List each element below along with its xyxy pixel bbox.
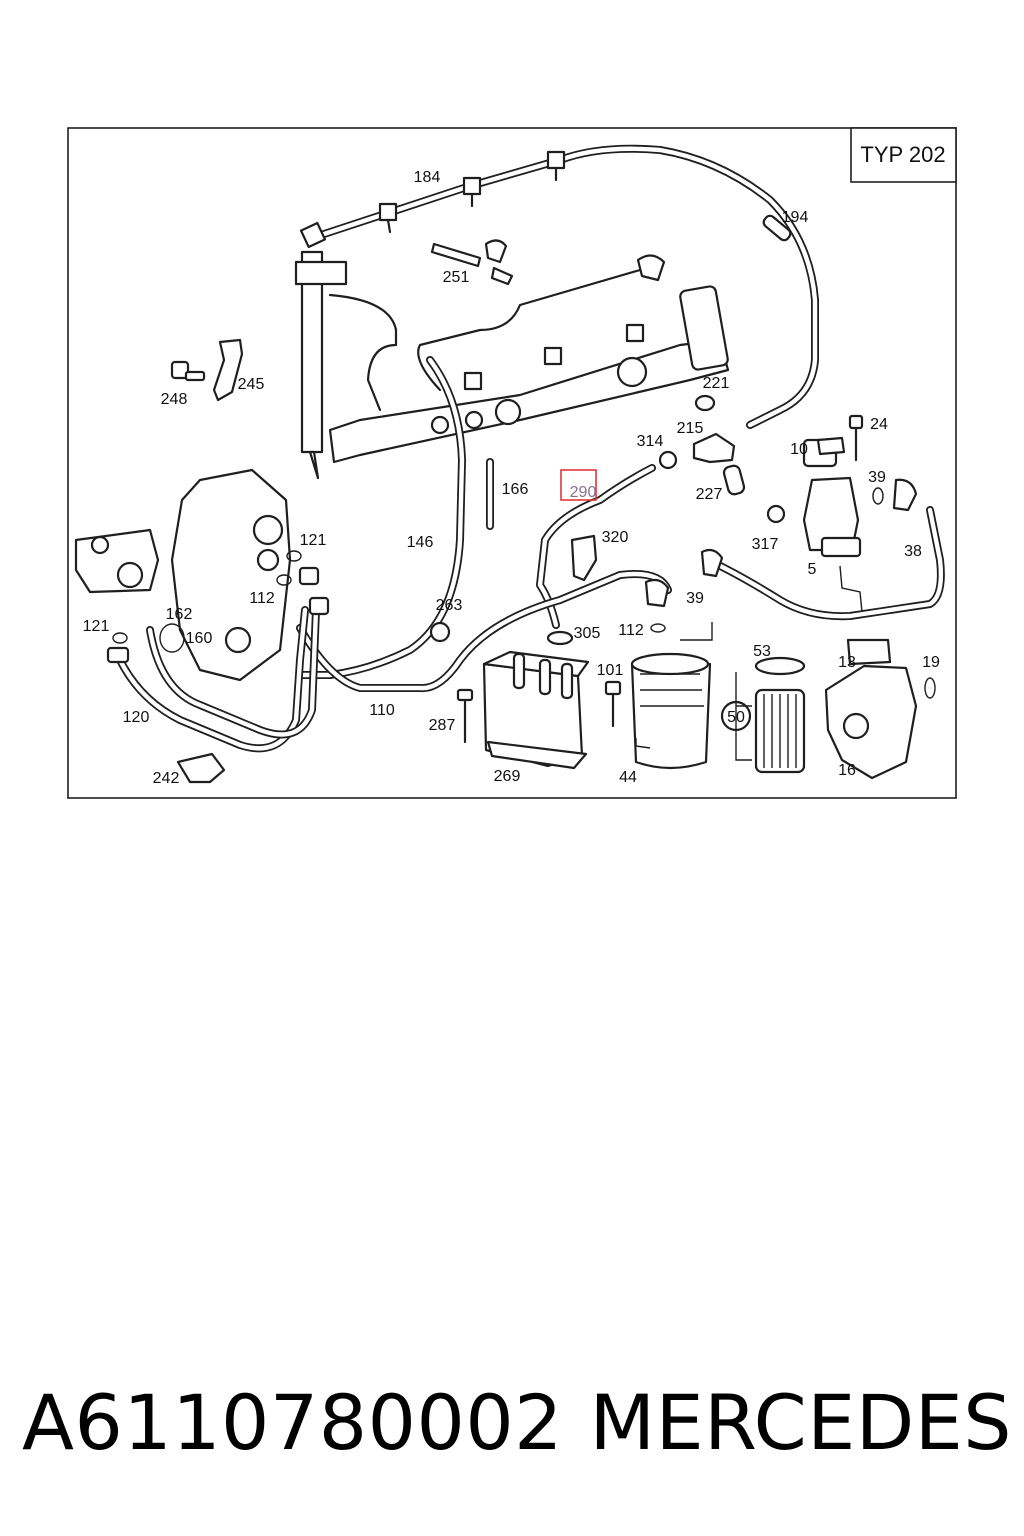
callout-50: 50: [727, 709, 745, 726]
part-242: [176, 752, 226, 784]
callout-248: 248: [161, 391, 188, 408]
callout-16: 16: [838, 762, 856, 779]
clamp-317: [766, 504, 786, 524]
type-box: [850, 127, 957, 183]
fuel-cooler-269: [482, 650, 590, 770]
callout-227: 227: [696, 486, 723, 503]
callout-314: 314: [637, 433, 664, 450]
fittings-215-227: [658, 394, 746, 496]
bolt-248: [170, 360, 206, 382]
bracket-245: [212, 338, 244, 402]
callout-121-a: 121: [300, 532, 327, 549]
hose-146: [296, 356, 466, 679]
callout-112-b: 112: [618, 622, 644, 639]
housing-16: [824, 664, 936, 780]
clamp-305: [546, 630, 574, 646]
callout-121-b: 121: [83, 618, 110, 635]
callout-245: 245: [238, 376, 265, 393]
bolt-287: [456, 688, 474, 744]
callout-317: 317: [752, 536, 779, 553]
return-line-184: [299, 144, 819, 429]
callout-263: 263: [436, 597, 463, 614]
callout-146: 146: [407, 534, 434, 551]
part-251: [430, 239, 514, 286]
callout-24: 24: [870, 416, 888, 433]
callout-194: 194: [782, 209, 809, 226]
callout-19: 19: [922, 654, 940, 671]
callout-269: 269: [494, 768, 521, 785]
callout-305: 305: [574, 625, 601, 642]
type-label: TYP 202: [860, 142, 945, 167]
diagram-frame: [67, 127, 957, 799]
callout-38: 38: [904, 543, 922, 560]
bolt-101: [604, 680, 622, 728]
common-rail: [328, 254, 730, 464]
callout-39-a: 39: [868, 469, 886, 486]
callout-44: 44: [619, 769, 637, 786]
callout-287: 287: [429, 717, 456, 734]
hose-38: [700, 478, 945, 621]
callout-labels: 184 194 251 245 248 221 314 215 24 10 39…: [83, 169, 940, 787]
callout-221: 221: [703, 375, 730, 392]
callout-162: 162: [166, 606, 193, 623]
parts-diagram: TYP 202: [67, 127, 957, 799]
callout-242: 242: [153, 770, 180, 787]
seal-ring-53: [754, 656, 806, 676]
high-pressure-pump: [74, 468, 292, 682]
callout-166: 166: [502, 481, 529, 498]
highlighted-label-290: 290: [570, 484, 597, 501]
housing-5: [802, 438, 884, 558]
part-number: A6110780002: [22, 1377, 564, 1467]
callout-160: 160: [186, 630, 213, 647]
callout-5: 5: [808, 561, 817, 578]
hose-120: [106, 550, 330, 753]
caption: A6110780002 MERCEDES: [22, 1372, 1012, 1472]
filter-housing-44: [630, 623, 712, 770]
callout-251: 251: [443, 269, 470, 286]
brand-name: MERCEDES: [589, 1377, 1012, 1467]
callout-120: 120: [123, 709, 150, 726]
clamp-263: [429, 621, 451, 643]
callout-110: 110: [369, 702, 395, 719]
seal-13: [846, 638, 892, 666]
highlight-box-290: [560, 469, 597, 501]
callout-320: 320: [602, 529, 629, 546]
filter-element-50: [720, 688, 806, 774]
callout-13: 13: [838, 654, 856, 671]
callout-10: 10: [790, 441, 808, 458]
callout-101: 101: [597, 662, 624, 679]
part-194: [762, 214, 792, 242]
clamp-320: [570, 534, 598, 582]
leader-lines: [635, 565, 863, 761]
seal-10: [816, 436, 846, 456]
callout-215: 215: [677, 420, 704, 437]
callout-112-a: 112: [249, 590, 275, 607]
hose-110: [296, 570, 672, 693]
bolt-24: [848, 414, 864, 462]
injector: [294, 250, 398, 480]
callout-39-b: 39: [686, 590, 704, 607]
callout-53: 53: [753, 643, 771, 660]
callout-184: 184: [414, 169, 441, 186]
